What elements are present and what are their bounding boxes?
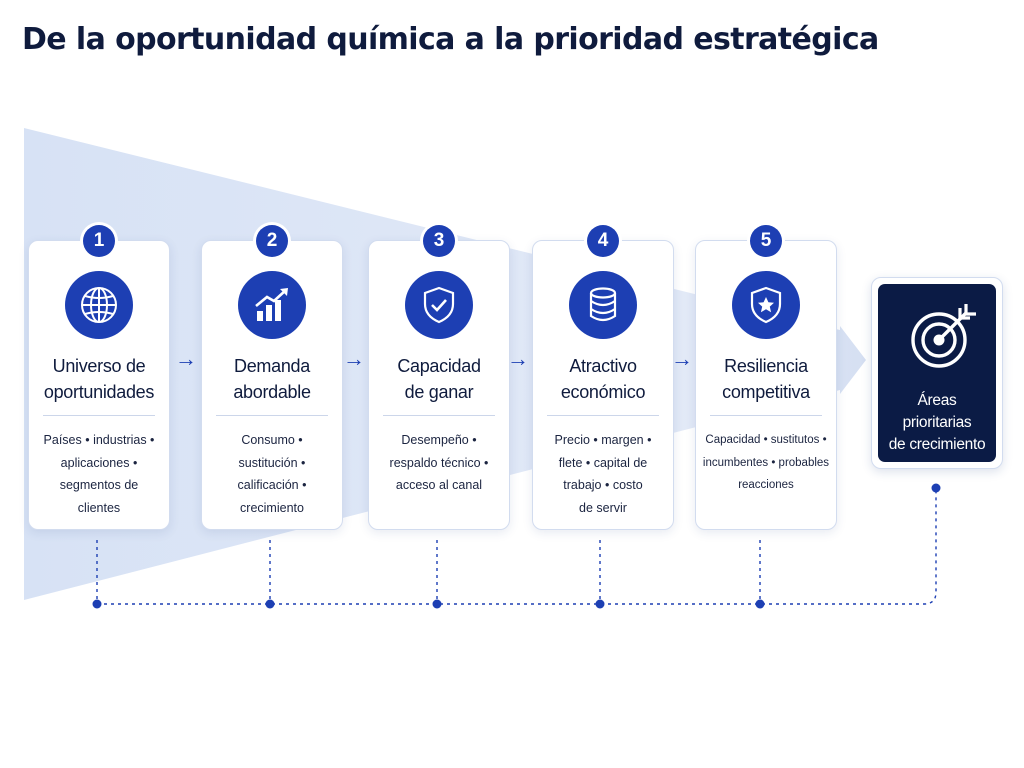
step-description: Capacidad • sustitutos • incumbentes • p… bbox=[702, 434, 830, 491]
target-label: Áreas prioritarias de crecimiento bbox=[888, 392, 986, 453]
step-title: Capacidad de ganar bbox=[397, 356, 481, 402]
card-divider bbox=[547, 415, 659, 416]
step-number-badge: 2 bbox=[256, 225, 288, 257]
step-card-universe: 1 Universo de oportunidades Países • ind… bbox=[28, 225, 170, 530]
page-title: De la oportunidad química a la prioridad… bbox=[22, 22, 879, 57]
step-card-capacity: 3 Capacidad de ganar Desempeño • respald… bbox=[368, 225, 510, 530]
globe-icon bbox=[65, 271, 133, 339]
step-title: Demanda abordable bbox=[233, 356, 311, 402]
growth-chart-icon bbox=[238, 271, 306, 339]
card-divider bbox=[383, 415, 495, 416]
step-number-badge: 4 bbox=[587, 225, 619, 257]
step-number-badge: 5 bbox=[750, 225, 782, 257]
growth-priorities-panel: Áreas prioritarias de crecimiento bbox=[878, 284, 996, 462]
card-divider bbox=[216, 415, 328, 416]
database-icon bbox=[569, 271, 637, 339]
step-card-economic: 4 Atractivo económico Precio • margen • … bbox=[532, 225, 674, 530]
step-description: Consumo • sustitución • calificación • c… bbox=[237, 433, 307, 515]
flow-arrow: → bbox=[343, 346, 365, 371]
step-number-badge: 1 bbox=[83, 225, 115, 257]
flow-arrow: → bbox=[175, 346, 197, 371]
shield-star-icon bbox=[732, 271, 800, 339]
step-title: Resiliencia competitiva bbox=[722, 356, 810, 402]
step-description: Países • industrias • aplicaciones • seg… bbox=[43, 433, 155, 515]
step-card-demand: 2 Demanda abordable Consumo • sustitució… bbox=[201, 225, 343, 530]
card-divider bbox=[43, 415, 155, 416]
target-arrow-icon bbox=[906, 300, 978, 377]
flow-arrow: → bbox=[671, 346, 693, 371]
step-number-badge: 3 bbox=[423, 225, 455, 257]
step-title: Atractivo económico bbox=[560, 356, 646, 402]
step-description: Desempeño • respaldo técnico • acceso al… bbox=[389, 433, 489, 492]
step-card-resilience: 5 Resiliencia competitiva Capacidad • su… bbox=[695, 225, 837, 530]
card-divider bbox=[710, 415, 822, 416]
growth-priorities-card: Áreas prioritarias de crecimiento bbox=[871, 277, 1003, 469]
step-description: Precio • margen • flete • capital de tra… bbox=[554, 433, 652, 515]
flow-arrow: → bbox=[507, 346, 529, 371]
step-title: Universo de oportunidades bbox=[43, 356, 155, 402]
shield-check-icon bbox=[405, 271, 473, 339]
